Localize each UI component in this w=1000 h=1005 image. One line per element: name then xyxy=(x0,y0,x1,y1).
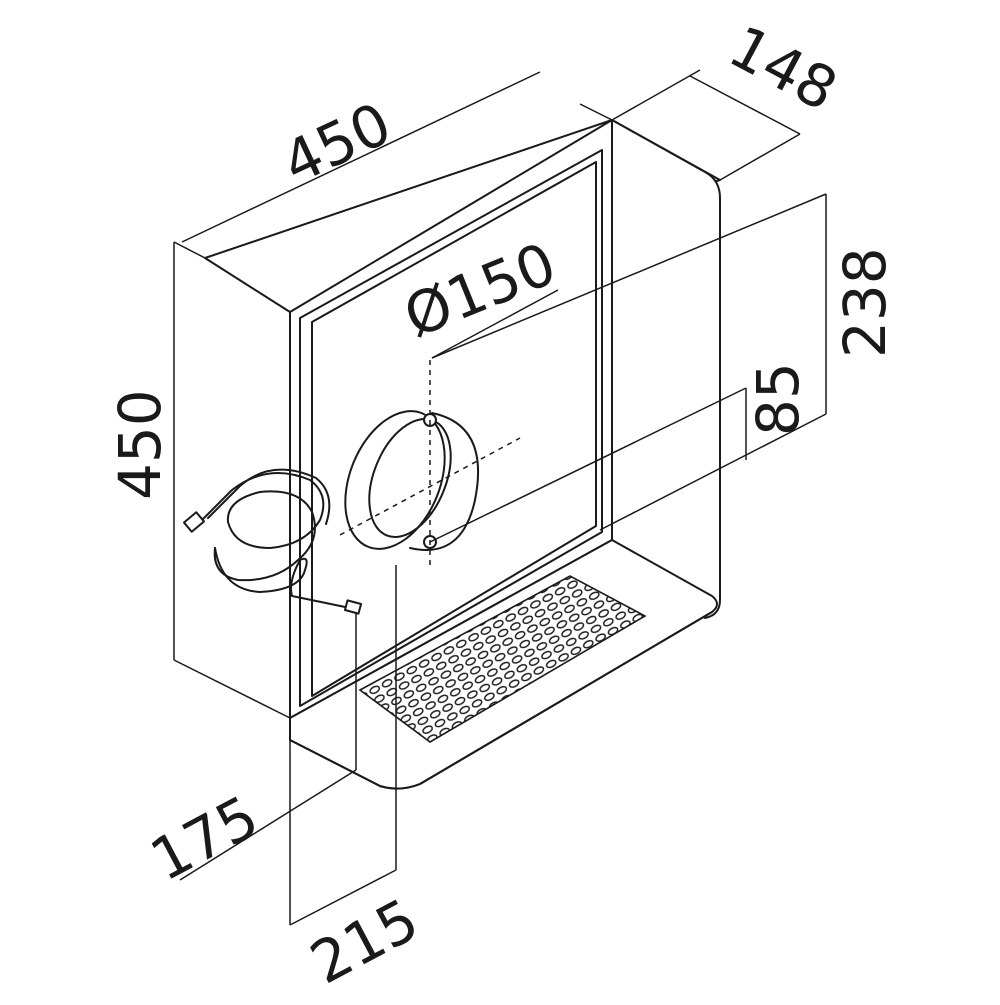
dim-offset-label: 85 xyxy=(744,362,812,436)
dimension-lines xyxy=(173,69,827,926)
cable-plug xyxy=(183,511,205,533)
box-side-face xyxy=(611,119,721,619)
dim-depth-label: 148 xyxy=(718,12,848,124)
dim-height-left-label: 450 xyxy=(106,389,174,500)
power-cable xyxy=(183,468,363,615)
dim-bottom-inner-label: 175 xyxy=(140,782,270,894)
box-body xyxy=(204,119,721,790)
bottom-tray-rim xyxy=(289,611,713,790)
front-frame-inner xyxy=(311,161,597,697)
dim-bottom-outer-label: 215 xyxy=(300,885,430,997)
dim-width-label: 450 xyxy=(272,89,401,197)
grille xyxy=(358,575,647,743)
cable-end xyxy=(343,599,363,615)
duct-outlet xyxy=(344,410,479,551)
front-frame-outer xyxy=(299,149,603,707)
dim-height-right-label: 238 xyxy=(831,247,899,358)
